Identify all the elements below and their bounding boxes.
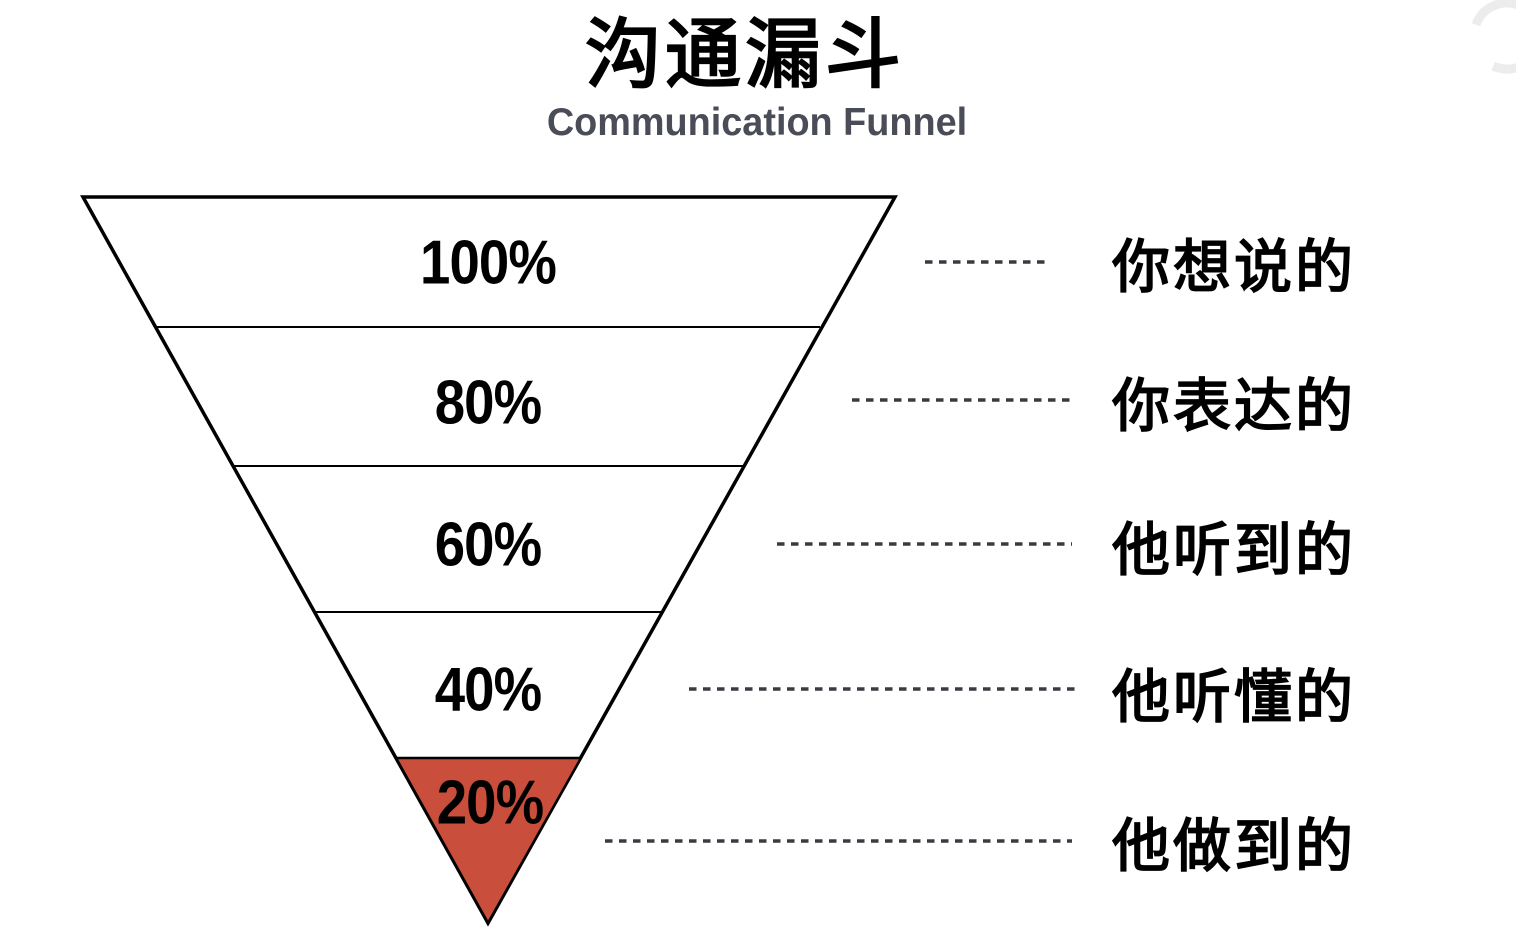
circular-arrow-watermark-icon [1469, 0, 1516, 74]
funnel-stage-annotation-1: 你想说的 [1112, 235, 1357, 300]
funnel-stage-annotation-5: 他做到的 [1112, 814, 1357, 879]
funnel-stage-annotation-4: 他听懂的 [1112, 665, 1357, 730]
funnel-stage-percent-40: 40% [434, 655, 542, 725]
funnel-stage-annotation-3: 他听到的 [1112, 518, 1357, 583]
funnel-highlighted-stage-shape [393, 756, 584, 926]
funnel-stage-percent-60: 60% [434, 510, 542, 580]
page-title: 沟通漏斗 [585, 13, 905, 98]
funnel-stage-percent-20: 20% [436, 768, 544, 838]
page-subtitle: Communication Funnel [546, 101, 968, 144]
funnel-stage-percent-80: 80% [434, 368, 542, 438]
funnel-stage-percent-100: 100% [419, 228, 557, 298]
funnel-stage-annotation-2: 你表达的 [1112, 374, 1357, 439]
funnel-outline [80, 195, 898, 927]
